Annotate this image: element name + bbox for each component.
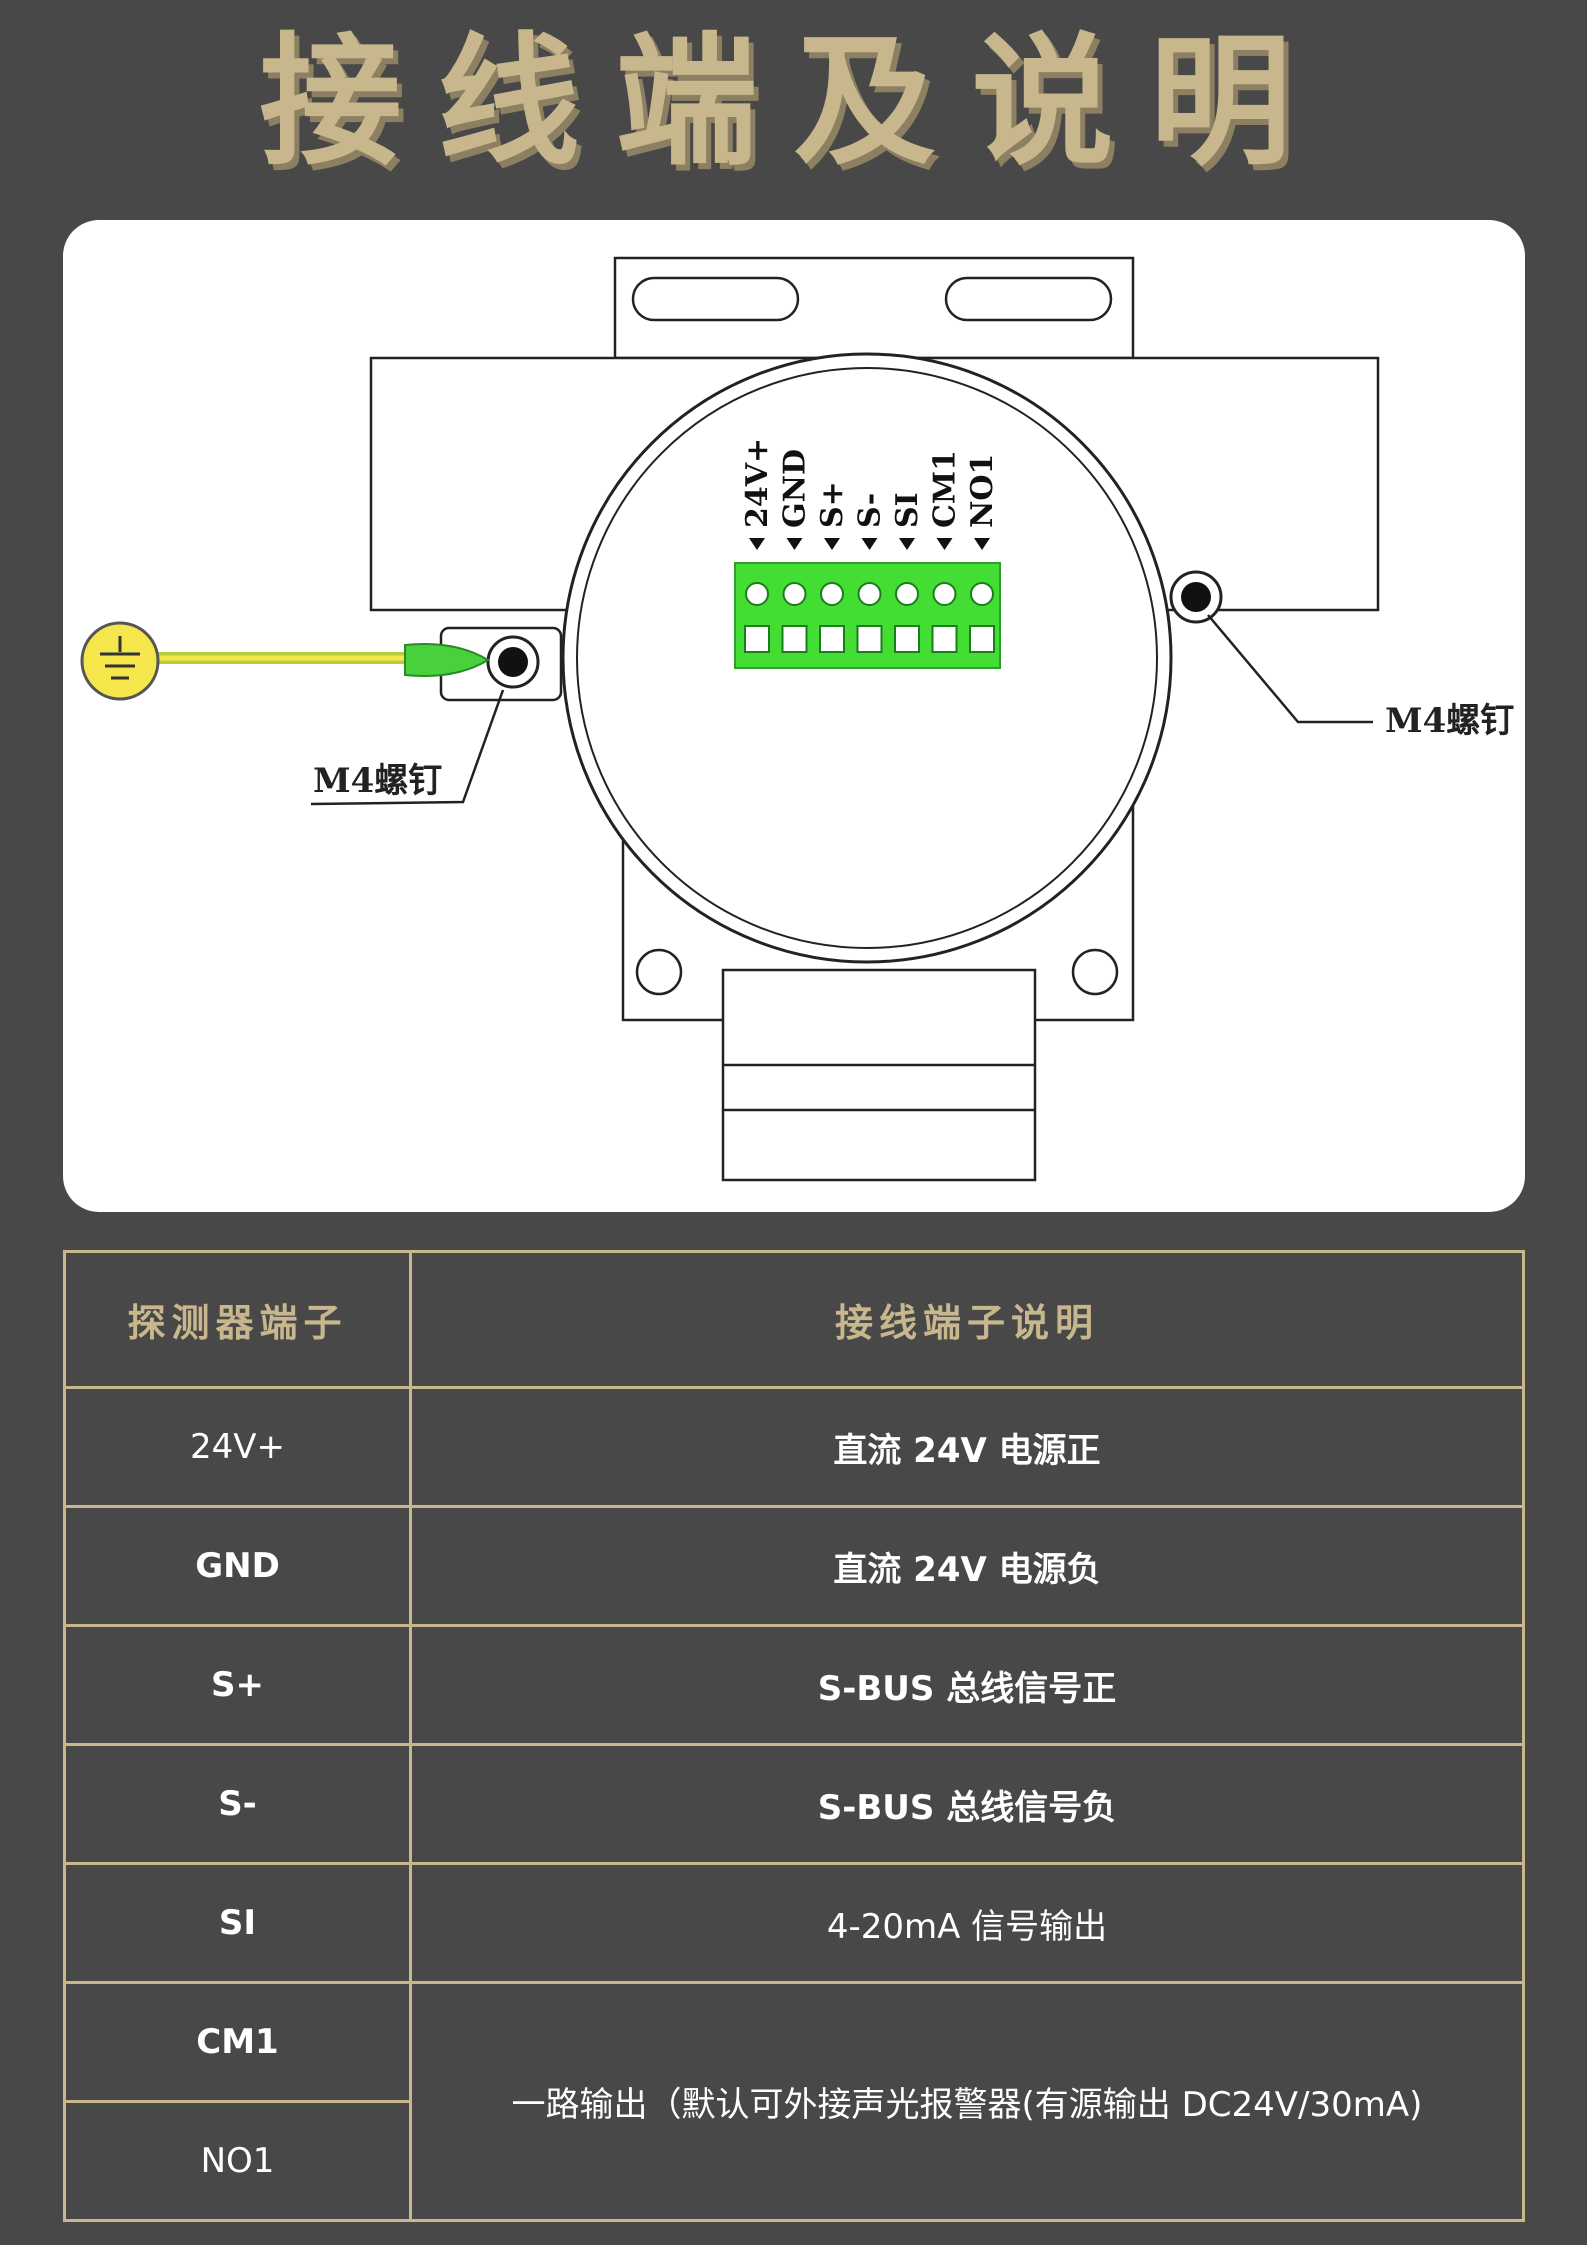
terminal-arrow-1 (749, 538, 765, 550)
terminal-arrow-4 (861, 538, 878, 550)
terminal-label-no1: NO1 (965, 454, 1000, 528)
screw-label-right: M4螺钉 (1385, 701, 1514, 741)
terminal-socket-7 (969, 625, 995, 653)
table-row: S+ S-BUS 总线信号正 (63, 1624, 1525, 1746)
table-row: NO1 (63, 2100, 1524, 2222)
terminal-arrow-6 (936, 538, 953, 550)
ground-icon (80, 621, 160, 701)
terminal-arrow-3 (824, 538, 840, 550)
terminal-label-si: SI (890, 492, 925, 528)
description-cell: 一路输出（默认可外接声光报警器(有源输出 DC24V/30mA) (409, 1981, 1525, 2222)
screw-right-leader (1207, 614, 1373, 724)
terminal-screw-3 (820, 582, 844, 606)
table-row: CM1 一路输出（默认可外接声光报警器(有源输出 DC24V/30mA) (63, 1981, 1525, 2222)
description-cell: S-BUS 总线信号正 (409, 1624, 1525, 1746)
description-cell: 4-20mA 信号输出 (409, 1862, 1525, 1984)
terminal-cell: NO1 (63, 2100, 412, 2222)
sensor-head (721, 968, 1037, 1182)
description-cell: 直流 24V 电源正 (409, 1386, 1525, 1508)
screw-left-leader (310, 689, 505, 806)
description-cell: S-BUS 总线信号负 (409, 1743, 1525, 1865)
mount-hole-right (1071, 948, 1119, 996)
table-row: GND 直流 24V 电源负 (63, 1505, 1525, 1627)
mount-hole-left (635, 948, 683, 996)
terminal-cell: 24V+ (63, 1386, 412, 1508)
terminal-screw-2 (782, 582, 807, 606)
terminal-screw-4 (857, 582, 882, 606)
terminal-cell: SI (63, 1862, 412, 1984)
screw-label-left: M4螺钉 (313, 761, 442, 801)
mounting-slot-left (631, 276, 800, 322)
table-header-terminal: 探测器端子 (63, 1250, 412, 1389)
table-row: S- S-BUS 总线信号负 (63, 1743, 1525, 1865)
terminal-screw-6 (932, 582, 957, 606)
terminal-arrow-2 (786, 538, 803, 550)
terminal-label-s: S- (853, 493, 888, 528)
table-header-row: 探测器端子 接线端子说明 (63, 1250, 1525, 1389)
terminal-arrow-5 (899, 538, 915, 550)
wire-terminal-lug (404, 643, 490, 677)
terminal-socket-3 (819, 625, 845, 653)
terminal-arrow-7 (974, 538, 990, 550)
screw-right-head (1181, 582, 1211, 612)
terminal-screw-7 (970, 582, 994, 606)
terminal-socket-6 (931, 625, 958, 653)
description-cell: 直流 24V 电源负 (409, 1505, 1525, 1627)
terminal-socket-4 (856, 625, 883, 653)
terminal-screw-1 (745, 582, 769, 606)
terminal-socket-2 (781, 625, 808, 653)
screw-left-head (498, 647, 528, 677)
terminal-screw-5 (895, 582, 919, 606)
terminal-socket-5 (894, 625, 920, 653)
terminal-label-gnd: GND (778, 449, 813, 528)
page-title: 接线端及说明 (259, 20, 1328, 185)
terminal-label-24v: 24V+ (740, 438, 775, 528)
terminal-socket-1 (744, 625, 770, 653)
terminal-label-s: S+ (815, 481, 850, 528)
table-row: 24V+ 直流 24V 电源正 (63, 1386, 1525, 1508)
mounting-slot-right (944, 276, 1113, 322)
terminal-cell: S+ (63, 1624, 412, 1746)
terminal-cell: GND (63, 1505, 412, 1627)
terminal-spec-table: 探测器端子 接线端子说明 24V+ 直流 24V 电源正 GND 直流 24V … (63, 1250, 1525, 2222)
terminal-label-cm1: CM1 (928, 450, 963, 528)
terminal-cell: CM1 (63, 1981, 412, 2103)
table-row: SI 4-20mA 信号输出 (63, 1862, 1525, 1984)
table-header-description: 接线端子说明 (409, 1250, 1525, 1389)
terminal-cell: S- (63, 1743, 412, 1865)
